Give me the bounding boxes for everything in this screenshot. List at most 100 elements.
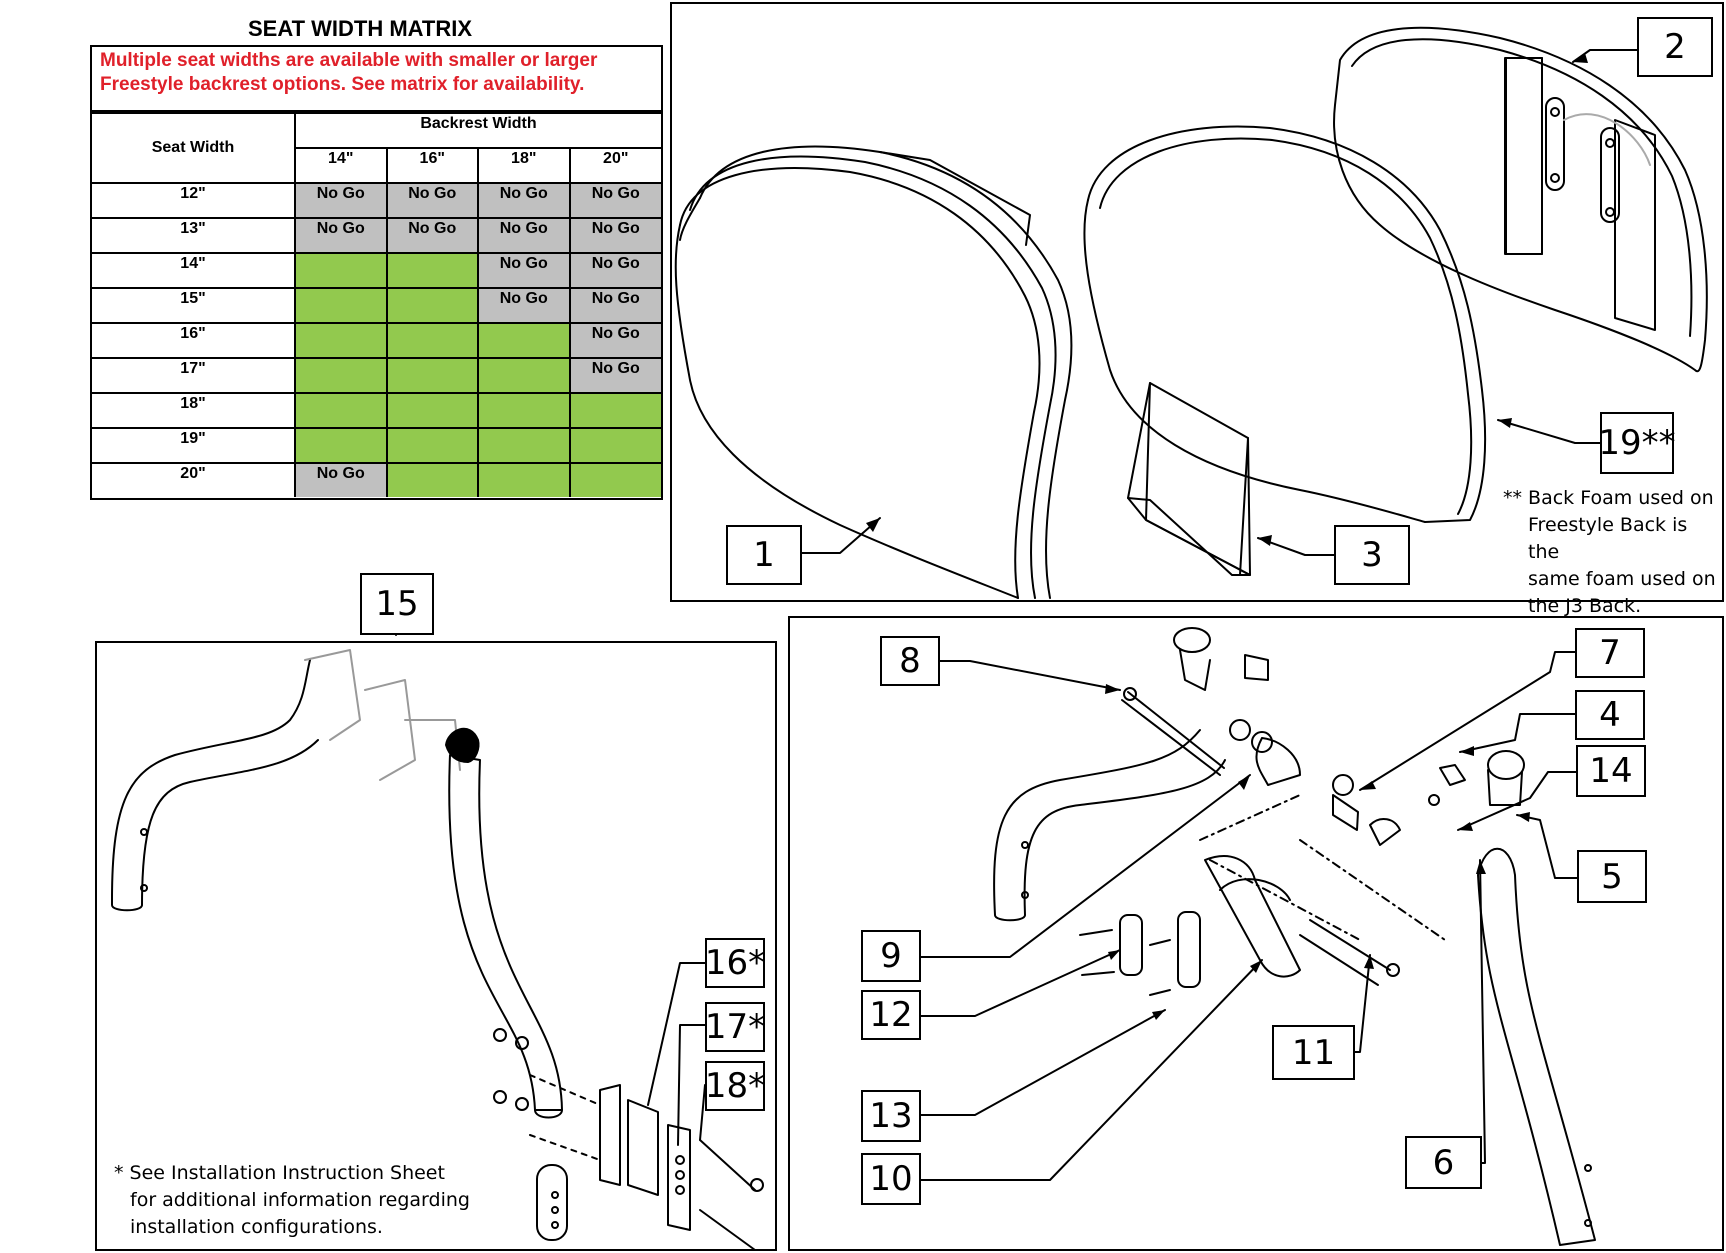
matrix-row: 20"No Go bbox=[92, 462, 661, 497]
callout-9: 9 bbox=[861, 930, 921, 982]
callout-13: 13 bbox=[861, 1090, 921, 1142]
callout-4: 4 bbox=[1575, 690, 1645, 740]
available-cell bbox=[294, 252, 388, 289]
available-cell bbox=[477, 392, 571, 429]
install-note-line-3: installation configurations. bbox=[130, 1216, 383, 1238]
callout-10: 10 bbox=[861, 1153, 921, 1205]
matrix-row: 17" No Go bbox=[92, 357, 661, 394]
no-go-cell: No Go bbox=[477, 287, 571, 324]
foam-note-line-3: same foam used on bbox=[1528, 568, 1716, 590]
no-go-cell: No Go bbox=[568, 217, 661, 254]
available-cell bbox=[294, 357, 388, 394]
available-cell bbox=[477, 357, 571, 394]
seat-width-header: Seat Width bbox=[92, 112, 296, 184]
callout-18: 18* bbox=[705, 1061, 765, 1111]
backrest-width-header: Backrest Width bbox=[294, 112, 661, 149]
backrest-column-header: 20" bbox=[568, 147, 661, 183]
leader-arrowheads bbox=[866, 53, 1588, 1020]
callout-12: 12 bbox=[861, 990, 921, 1040]
backrest-column-header: 18" bbox=[477, 147, 571, 183]
matrix-row: 18" bbox=[92, 392, 661, 429]
available-cell bbox=[294, 427, 388, 464]
no-go-cell: No Go bbox=[477, 182, 571, 219]
available-cell bbox=[385, 462, 479, 497]
backrest-column-header: 16" bbox=[385, 147, 479, 183]
no-go-cell: No Go bbox=[385, 182, 479, 219]
hardware-panel bbox=[788, 616, 1724, 1251]
no-go-cell: No Go bbox=[294, 182, 388, 219]
no-go-cell: No Go bbox=[294, 217, 388, 254]
matrix-note: Multiple seat widths are available with … bbox=[92, 47, 661, 112]
matrix-header-row: Seat Width Backrest Width bbox=[92, 112, 661, 184]
callout-15: 15 bbox=[360, 573, 434, 635]
backrest-column-header: 14" bbox=[295, 147, 388, 183]
hardware-drawing bbox=[993, 627, 1596, 1246]
callout-5: 5 bbox=[1577, 850, 1647, 903]
matrix-row: 19" bbox=[92, 427, 661, 464]
callout-8: 8 bbox=[880, 636, 940, 686]
foam-note-line-1: ** Back Foam used on bbox=[1503, 487, 1714, 509]
back-foam-1-drawing bbox=[674, 145, 1073, 599]
callout-17: 17* bbox=[705, 1002, 765, 1052]
matrix-note-line-2: Freestyle backrest options. See matrix f… bbox=[100, 74, 585, 95]
callout-6: 6 bbox=[1405, 1136, 1482, 1189]
available-cell bbox=[294, 287, 388, 324]
backrest-column-row: 14"16"18"20" bbox=[92, 147, 661, 183]
available-cell bbox=[385, 357, 479, 394]
seat-width-cell: 15" bbox=[92, 287, 296, 324]
seat-width-cell: 13" bbox=[92, 217, 296, 254]
available-cell bbox=[568, 427, 661, 464]
back-foam-19-drawing bbox=[1083, 125, 1487, 523]
velcro-pad-3-drawing bbox=[1127, 382, 1251, 576]
foam-note-line-2: Freestyle Back is the bbox=[1528, 514, 1688, 563]
matrix-row: 16" No Go bbox=[92, 322, 661, 359]
seat-width-cell: 14" bbox=[92, 252, 296, 289]
callout-2: 2 bbox=[1637, 17, 1713, 77]
matrix-table: Seat Width Backrest Width 14"16"18"20" 1… bbox=[92, 112, 661, 497]
back-post-panel bbox=[95, 641, 777, 1251]
available-cell bbox=[294, 322, 388, 359]
matrix-title: SEAT WIDTH MATRIX bbox=[247, 16, 473, 41]
available-cell bbox=[477, 462, 571, 497]
available-cell bbox=[294, 392, 388, 429]
seat-width-cell: 17" bbox=[92, 357, 296, 394]
callout-16: 16* bbox=[705, 938, 765, 988]
install-note-line-2: for additional information regarding bbox=[130, 1189, 470, 1211]
install-note: * See Installation Instruction Sheet for… bbox=[114, 1160, 534, 1241]
available-cell bbox=[385, 427, 479, 464]
available-cell bbox=[385, 322, 479, 359]
foam-note: ** Back Foam used on Freestyle Back is t… bbox=[1503, 485, 1723, 620]
back-post-drawing bbox=[111, 649, 764, 1251]
available-cell bbox=[385, 287, 479, 324]
backrest-shell-2-drawing bbox=[1333, 26, 1708, 373]
available-cell bbox=[477, 427, 571, 464]
no-go-cell: No Go bbox=[568, 252, 661, 289]
callout-1: 1 bbox=[726, 525, 802, 585]
no-go-cell: No Go bbox=[568, 287, 661, 324]
no-go-cell: No Go bbox=[568, 357, 661, 394]
leader-lines bbox=[395, 49, 1638, 1181]
available-cell bbox=[568, 462, 661, 497]
seat-width-cell: 18" bbox=[92, 392, 296, 429]
no-go-cell: No Go bbox=[568, 322, 661, 359]
seat-width-cell: 20" bbox=[92, 462, 296, 497]
available-cell bbox=[568, 392, 661, 429]
no-go-cell: No Go bbox=[477, 252, 571, 289]
callout-14: 14 bbox=[1576, 745, 1646, 797]
available-cell bbox=[477, 322, 571, 359]
seat-width-matrix: Multiple seat widths are available with … bbox=[90, 45, 663, 500]
seat-width-cell: 19" bbox=[92, 427, 296, 464]
callout-19: 19** bbox=[1598, 412, 1676, 474]
no-go-cell: No Go bbox=[294, 462, 388, 497]
available-cell bbox=[385, 252, 479, 289]
no-go-cell: No Go bbox=[477, 217, 571, 254]
callout-7: 7 bbox=[1575, 628, 1645, 678]
no-go-cell: No Go bbox=[568, 182, 661, 219]
seat-width-cell: 16" bbox=[92, 322, 296, 359]
